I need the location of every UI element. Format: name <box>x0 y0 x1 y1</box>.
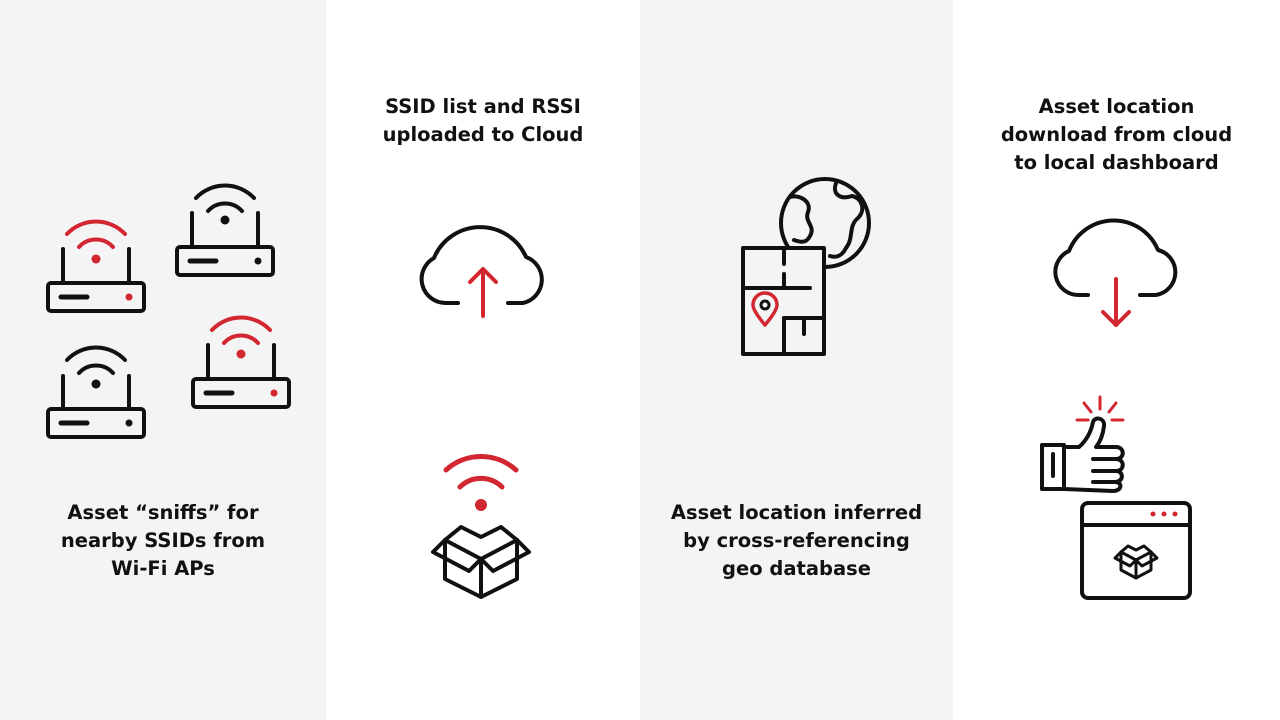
cloud-download-icon <box>1053 218 1178 327</box>
sparkle-icon <box>1075 395 1125 422</box>
step-caption: Asset location download from cloud to lo… <box>1000 95 1233 174</box>
wifi-package-icon <box>431 454 531 599</box>
step-panel-geolocate: Asset location inferred by cross-referen… <box>640 0 953 720</box>
thumbs-up-dashboard-icon <box>1040 395 1192 600</box>
dashboard-window-icon <box>1080 501 1192 600</box>
step-caption: Asset “sniffs” for nearby SSIDs from Wi-… <box>60 501 266 580</box>
router-icon <box>46 345 146 439</box>
globe-icon <box>779 177 871 269</box>
globe-map-pin-icon <box>741 177 871 356</box>
step-caption: SSID list and RSSI uploaded to Cloud <box>382 95 584 146</box>
router-icon <box>191 315 291 409</box>
router-icon <box>175 183 275 277</box>
location-pin-icon <box>751 291 779 327</box>
thumbs-up-icon <box>1040 416 1125 493</box>
cloud-upload-icon <box>419 225 544 318</box>
step-panel-dashboard: Asset location download from cloud to lo… <box>953 0 1280 720</box>
step-caption: Asset location inferred by cross-referen… <box>670 501 923 580</box>
step-panel-upload: SSID list and RSSI uploaded to Cloud <box>326 0 640 720</box>
step-panel-sniff: Asset “sniffs” for nearby SSIDs from Wi-… <box>0 0 326 720</box>
router-icon <box>46 219 146 313</box>
wifi-routers-icon <box>46 183 291 439</box>
